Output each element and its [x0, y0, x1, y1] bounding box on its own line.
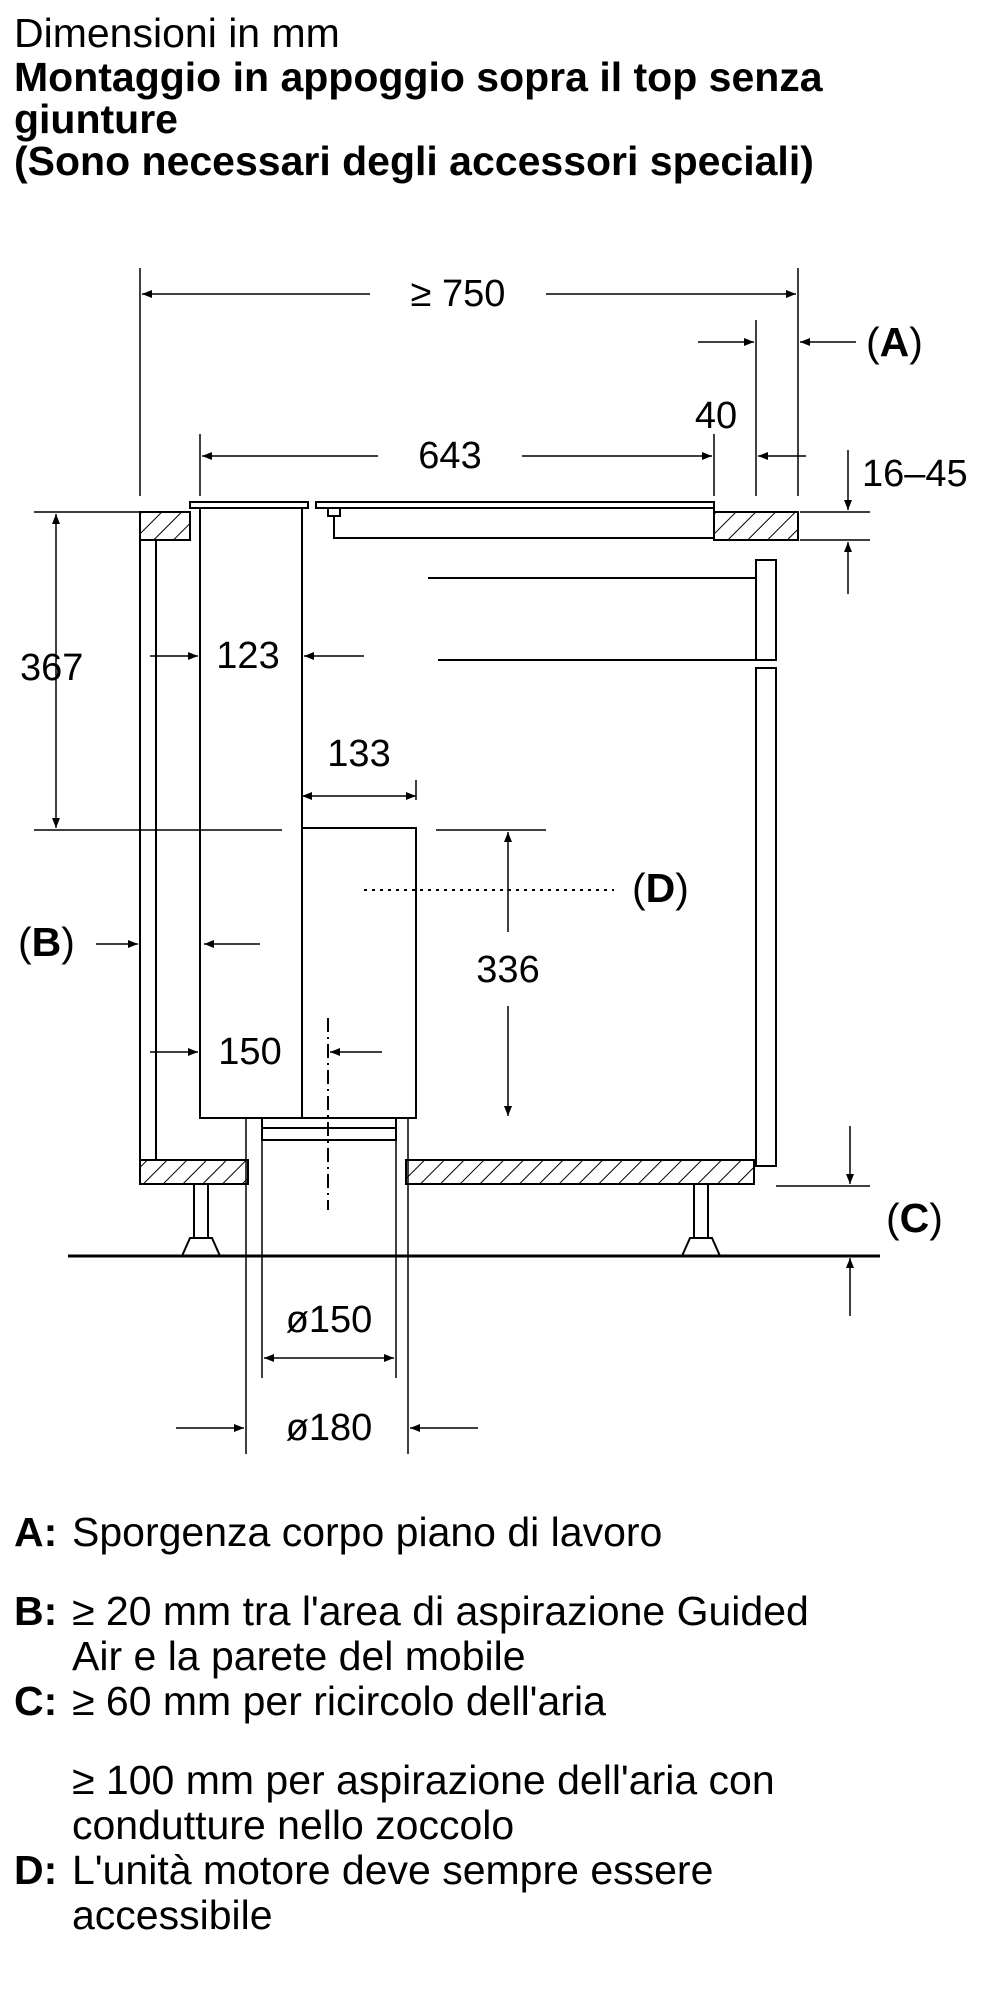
legend-item-a: A: Sporgenza corpo piano di lavoro: [14, 1510, 984, 1555]
cabinet-left-wall: [139, 539, 157, 1161]
dimensions-unit-label: Dimensioni in mm: [14, 10, 340, 56]
dim-hob-width: 643: [418, 435, 481, 477]
motor-unit: [301, 827, 417, 1119]
extraction-duct: [199, 507, 303, 1119]
mounting-title-line-2: giunture: [14, 96, 178, 142]
callout-markers: (A) (B) (C) (D): [18, 319, 943, 1241]
mounting-title-line-3: (Sono necessari degli accessori speciali…: [14, 138, 814, 184]
legend-line-spacer: [72, 1724, 984, 1758]
dim-motor-offset: 133: [327, 733, 390, 775]
drawer-front-top: [755, 559, 777, 661]
legend-item-d: D: L'unità motore deve sempre essere acc…: [14, 1848, 984, 1938]
legend-line: L'unità motore deve sempre essere: [72, 1847, 714, 1893]
base-right: [405, 1159, 755, 1185]
drawer-front-bottom: [755, 667, 777, 1167]
worktop-left: [139, 511, 191, 541]
legend-key: B:: [14, 1588, 58, 1634]
dim-bottom-offset: 150: [218, 1031, 281, 1073]
worktop-right: [713, 511, 799, 541]
dim-outlet-inner: ø150: [286, 1299, 373, 1341]
mounting-title-line-1: Montaggio in appoggio sopra il top senza: [14, 54, 823, 100]
marker-a: (A): [866, 319, 923, 365]
legend-line: ≥ 60 mm per ricircolo dell'aria: [72, 1678, 606, 1724]
legend-text: ≥ 20 mm tra l'area di aspirazione Guided…: [72, 1589, 984, 1679]
marker-b: (B): [18, 919, 75, 965]
dimension-arrows: [52, 290, 856, 1432]
dim-depth: 367: [20, 647, 83, 689]
legend-line: ≥ 20 mm tra l'area di aspirazione Guided: [72, 1588, 809, 1634]
marker-c: (C): [886, 1195, 943, 1241]
legend-item-c: C: ≥ 60 mm per ricircolo dell'aria ≥ 100…: [14, 1679, 984, 1848]
dim-overhang: 40: [695, 395, 737, 437]
legend-text: L'unità motore deve sempre essere access…: [72, 1848, 984, 1938]
dim-duct-offset: 123: [216, 635, 279, 677]
dimension-labels: ≥ 750 643 40 16–45 367 123 133 336 150 ø…: [20, 273, 968, 1449]
legend-text: Sporgenza corpo piano di lavoro: [72, 1510, 984, 1555]
base-left: [139, 1159, 249, 1185]
legend-key: D:: [14, 1847, 58, 1893]
legend-line: ≥ 100 mm per aspirazione dell'aria con: [72, 1757, 775, 1803]
dim-outlet-outer: ø180: [286, 1407, 373, 1449]
marker-d: (D): [632, 865, 689, 911]
legend: A: Sporgenza corpo piano di lavoro B: ≥ …: [14, 1510, 984, 1938]
legend-item-b: B: ≥ 20 mm tra l'area di aspirazione Gui…: [14, 1589, 984, 1679]
header: Dimensioni in mm Montaggio in appoggio s…: [14, 10, 984, 182]
legend-key: A:: [14, 1509, 58, 1555]
extension-lines: [34, 268, 870, 1454]
legend-text: ≥ 60 mm per ricircolo dell'aria ≥ 100 mm…: [72, 1679, 984, 1848]
leg-right: [693, 1183, 709, 1245]
legend-line: accessibile: [72, 1892, 273, 1938]
leg-left: [193, 1183, 209, 1245]
legend-line: Air e la parete del mobile: [72, 1633, 526, 1679]
hob-body-inner: [327, 507, 341, 517]
cabinet: [68, 501, 880, 1258]
legend-line: Sporgenza corpo piano di lavoro: [72, 1509, 663, 1555]
dim-motor-height: 336: [476, 949, 539, 991]
legend-line: condutture nello zoccolo: [72, 1802, 515, 1848]
hob-body: [333, 507, 715, 539]
dim-width-min: ≥ 750: [411, 273, 506, 315]
legend-key: C:: [14, 1678, 58, 1724]
installation-diagram: ≥ 750 643 40 16–45 367 123 133 336 150 ø…: [18, 268, 968, 1454]
dim-worktop-thickness: 16–45: [862, 453, 968, 495]
